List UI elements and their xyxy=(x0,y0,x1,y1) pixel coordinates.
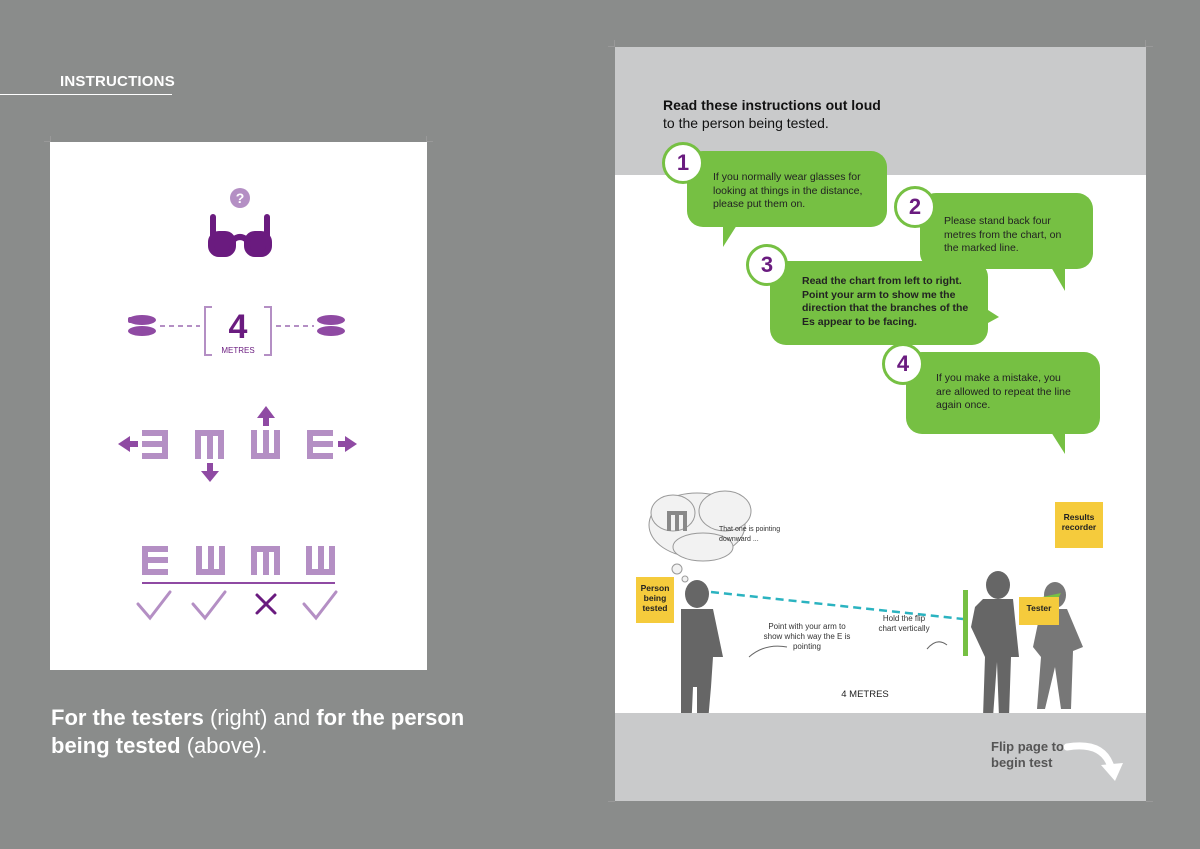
distance-label: 4 METRES xyxy=(805,689,925,700)
left-feet-icon xyxy=(128,315,156,336)
caption-normal-1: (right) and xyxy=(203,705,317,730)
thought-e-icon xyxy=(667,511,687,531)
e-left-icon xyxy=(118,430,168,459)
thought-text: That one is pointing downward ... xyxy=(719,526,781,543)
crop-mark xyxy=(1145,40,1146,47)
e-up-icon xyxy=(251,406,280,459)
caption-bold-2: for the person being tested xyxy=(51,705,465,758)
step-4-text: If you make a mistake, you are allowed t… xyxy=(936,372,1071,411)
step-2-bubble-tail xyxy=(1051,267,1065,291)
check-icon xyxy=(136,590,172,621)
flip-arrow-icon xyxy=(1063,742,1123,781)
note-hold-flip-chart: Hold the flip chart vertically xyxy=(878,614,930,633)
tester-instructions-page: Read these instructions out loud to the … xyxy=(615,47,1146,801)
step-4-number: 4 xyxy=(882,343,924,385)
section-heading: INSTRUCTIONS xyxy=(60,73,175,90)
label-results-recorder: Results recorder xyxy=(1055,502,1103,548)
step-4-bubble-tail xyxy=(1051,432,1065,454)
glasses-icon xyxy=(208,214,272,257)
test-scene-illustration xyxy=(648,490,1083,713)
caption-normal-2: (above). xyxy=(180,733,268,758)
crop-mark xyxy=(426,136,427,142)
step-3-bubble: Read the chart from left to right. Point… xyxy=(770,261,988,345)
caption: For the testers (right) and for the pers… xyxy=(51,704,471,760)
step-2-bubble: Please stand back four metres from the c… xyxy=(920,193,1093,269)
distance-icon: 4 METRES xyxy=(128,306,345,356)
e-directions-icon xyxy=(118,406,357,482)
e-letter-w xyxy=(196,546,225,575)
step-2-number: 2 xyxy=(894,186,936,228)
crop-mark xyxy=(1146,46,1153,47)
e-down-icon xyxy=(195,430,224,482)
label-tester: Tester xyxy=(1019,597,1059,625)
crop-mark xyxy=(608,46,615,47)
crop-mark xyxy=(50,136,51,142)
tester-figure xyxy=(971,571,1019,713)
step-1-bubble-tail xyxy=(723,225,737,247)
step-1-text: If you normally wear glasses for looking… xyxy=(713,171,863,210)
crop-mark xyxy=(614,40,615,47)
arm-note-arrow xyxy=(748,645,788,658)
check-icon xyxy=(302,590,338,621)
label-person-tested: Person being tested xyxy=(636,577,674,623)
step-3-number: 3 xyxy=(746,244,788,286)
heading-underline xyxy=(0,94,172,95)
instruction-icons: ? 4 METRES xyxy=(118,188,357,621)
note-point-arm: Point with your arm to show which way th… xyxy=(763,622,851,651)
crop-mark xyxy=(44,141,50,142)
caption-bold-1: For the testers xyxy=(51,705,204,730)
e-letter-m xyxy=(251,546,280,575)
bottom-gray-band xyxy=(615,713,1146,801)
step-1-number: 1 xyxy=(662,142,704,184)
question-icon xyxy=(230,188,250,208)
step-1-bubble: If you normally wear glasses for looking… xyxy=(687,151,887,227)
question-mark-text: ? xyxy=(236,190,245,206)
flip-page-text: Flip page to begin test xyxy=(991,739,1064,770)
flip-note-arrow xyxy=(926,641,948,650)
e-letter-w-2 xyxy=(306,546,335,575)
intro-bold: Read these instructions out loud xyxy=(663,97,881,113)
flip-chart xyxy=(963,590,968,656)
step-4-bubble: If you make a mistake, you are allowed t… xyxy=(906,352,1100,434)
crop-mark xyxy=(1146,801,1153,802)
crop-mark xyxy=(427,141,433,142)
step-3-text: Read the chart from left to right. Point… xyxy=(802,275,969,328)
e-letter-e xyxy=(142,546,168,575)
right-feet-icon xyxy=(317,315,345,336)
e-right-icon xyxy=(307,430,357,459)
distance-unit: METRES xyxy=(221,346,254,355)
intro-text: Read these instructions out loud to the … xyxy=(663,96,881,132)
person-tested-figure xyxy=(681,580,723,713)
distance-value: 4 xyxy=(229,308,248,346)
intro-normal: to the person being tested. xyxy=(663,115,829,131)
cross-icon xyxy=(255,593,277,615)
check-icon xyxy=(191,590,227,621)
e-row-icon xyxy=(142,546,335,575)
person-tested-card: ? 4 METRES xyxy=(50,142,427,670)
step-2-text: Please stand back four metres from the c… xyxy=(944,215,1062,254)
sight-line xyxy=(710,590,964,621)
crop-mark xyxy=(608,801,615,802)
step-3-bubble-tail xyxy=(977,303,999,329)
